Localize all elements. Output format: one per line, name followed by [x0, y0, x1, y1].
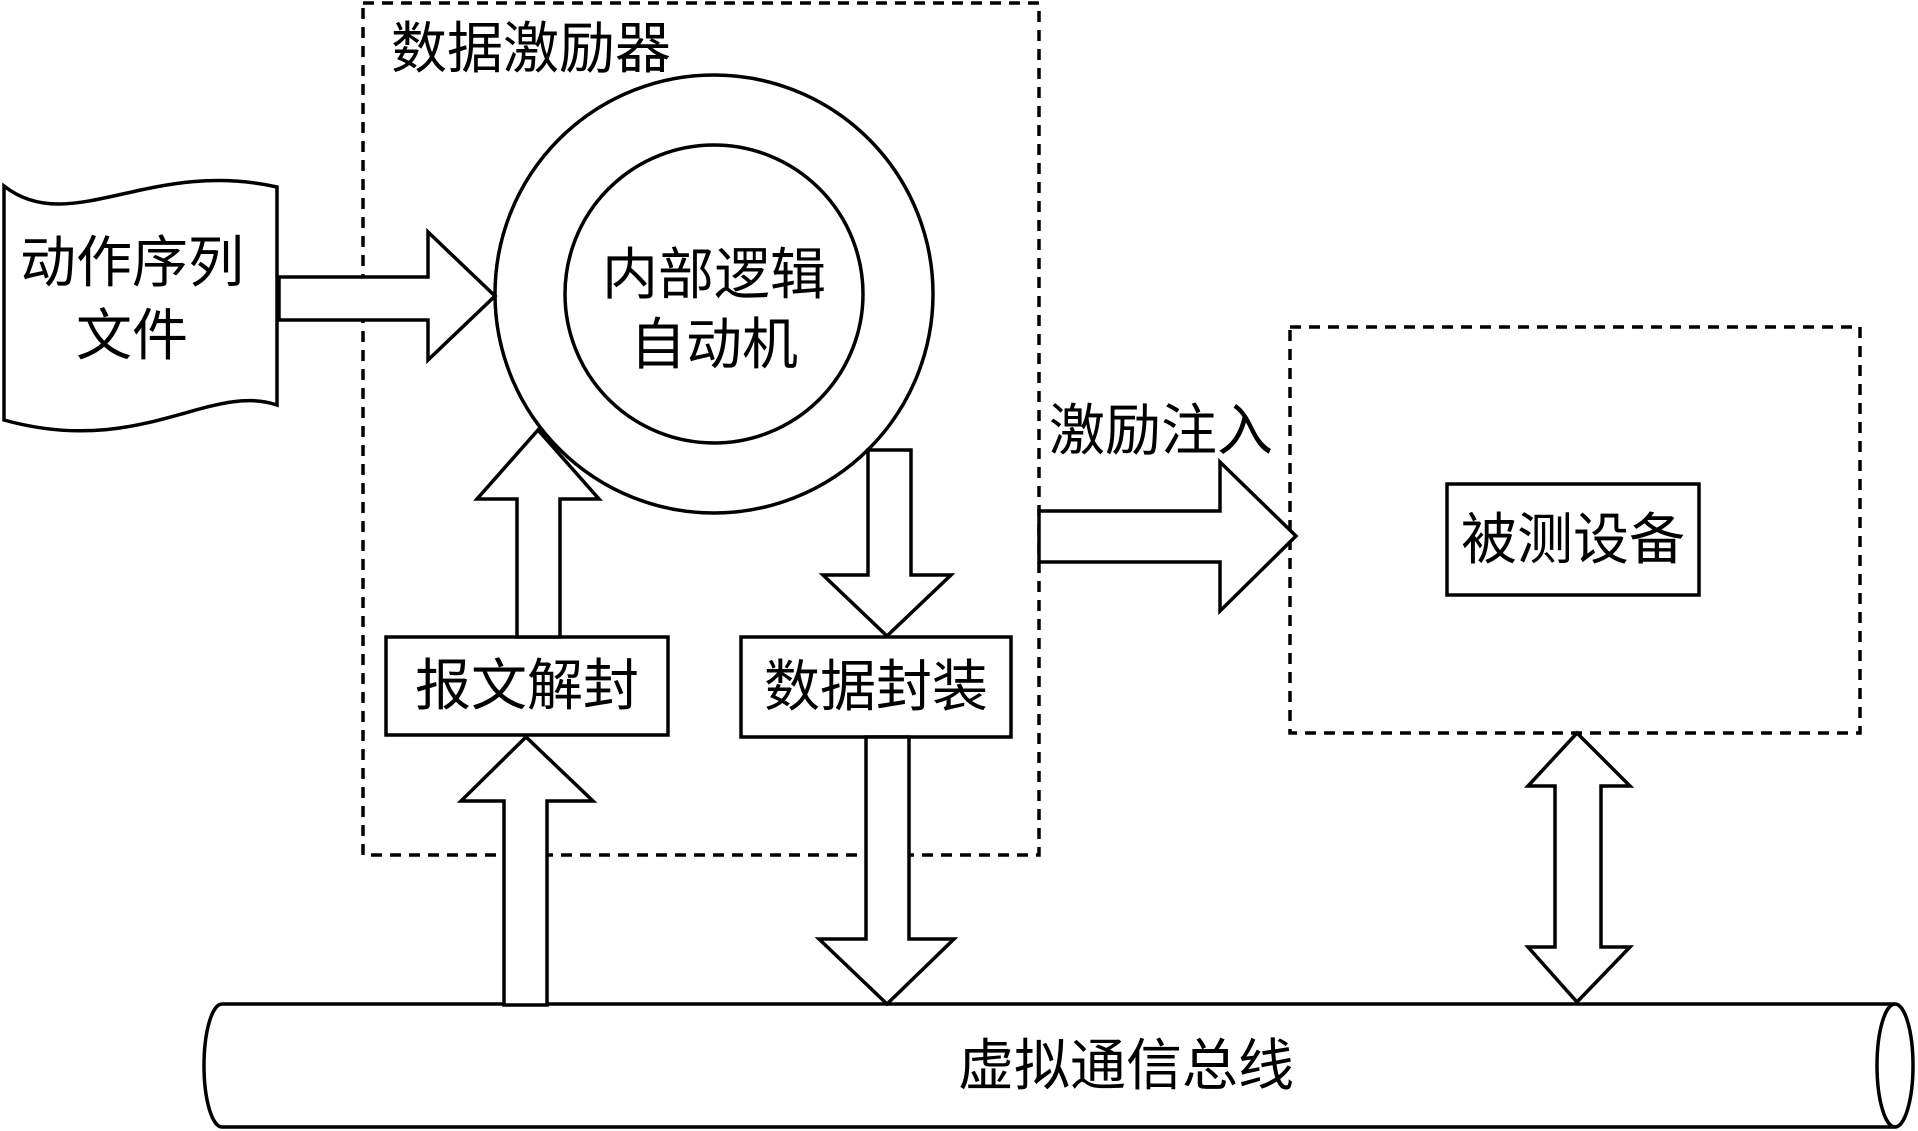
pack-label: 数据封装	[764, 655, 988, 720]
action-file-shape	[2, 178, 279, 433]
injection-label: 激励注入	[1049, 399, 1273, 464]
bus-end-face	[1875, 1002, 1896, 1129]
dut-label: 被测设备	[1461, 508, 1685, 573]
stimulator-label: 数据激励器	[391, 17, 671, 82]
action-file-label-line2: 文件	[76, 304, 188, 369]
arrow-automaton-to-pack	[818, 448, 956, 639]
arrow-unpack-to-automaton	[473, 427, 603, 639]
stimulator-container	[361, 1, 1041, 857]
automaton-inner-circle	[563, 143, 865, 445]
bus-label: 虚拟通信总线	[958, 1034, 1294, 1099]
arrow-dut-bus-bidirectional	[1523, 730, 1635, 1005]
virtual-bus	[202, 1002, 1915, 1129]
dut-box	[1445, 482, 1701, 597]
arrow-injection	[1037, 457, 1299, 616]
unpack-label: 报文解封	[415, 654, 639, 719]
automaton-label-line1: 内部逻辑	[602, 243, 826, 308]
action-file-label-line1: 动作序列	[20, 231, 244, 296]
arrow-bus-to-unpack	[456, 734, 598, 1007]
automaton-label-line2: 自动机	[630, 313, 798, 378]
arrow-pack-to-bus	[814, 735, 959, 1007]
arrow-file-to-automaton	[277, 227, 498, 365]
